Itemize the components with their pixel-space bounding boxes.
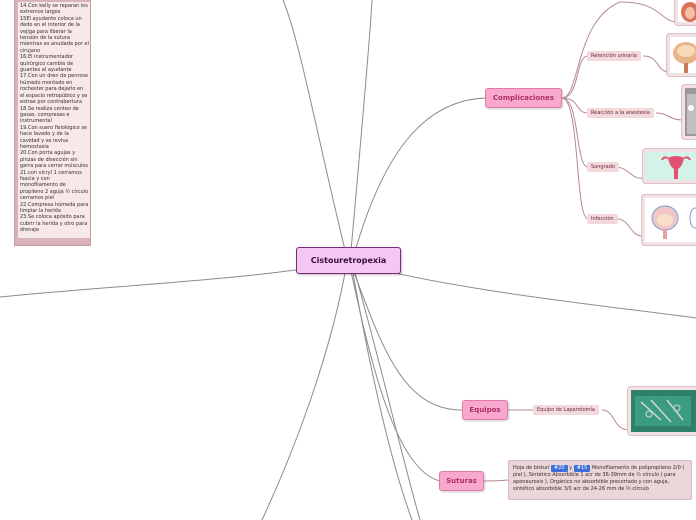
central-topic[interactable]: Cistouretropexia bbox=[296, 247, 401, 274]
sutures-text-before: Hoja de bisturí bbox=[513, 465, 549, 471]
anesthesia-reaction-image bbox=[681, 84, 696, 140]
uterus-bleeding-image bbox=[642, 148, 696, 184]
subtopic-reaccion-anestesia[interactable]: Reacción a la anestesia bbox=[587, 108, 654, 118]
subtopic-infeccion[interactable]: Infección bbox=[587, 214, 618, 224]
step-item: 18.Se realiza conteo de gasas, compresas… bbox=[20, 106, 89, 125]
blade-20-tag[interactable]: #20 bbox=[551, 465, 568, 472]
procedure-steps-card: 14.Con kelly se reparan los extremos lar… bbox=[14, 0, 91, 246]
step-item: 14.Con kelly se reparan los extremos lar… bbox=[20, 3, 89, 16]
anatomy-image-top bbox=[674, 0, 696, 26]
subtopic-equipo-laparotomia[interactable]: Equipo de Laparotomía bbox=[533, 405, 599, 415]
step-item: 16.El instrumentador quirúrgico cambia d… bbox=[20, 54, 89, 73]
step-item: 19.Con suero fisiológico se hace lavado … bbox=[20, 125, 89, 151]
infection-bladder-image bbox=[641, 194, 696, 246]
subtopic-sangrado[interactable]: Sangrado bbox=[587, 162, 619, 172]
sutures-and: y bbox=[569, 465, 572, 471]
topic-suturas[interactable]: Suturas bbox=[439, 471, 484, 491]
step-item: 17.Con un dren de penrose húmedo montado… bbox=[20, 73, 89, 105]
blade-15-tag[interactable]: #15 bbox=[574, 465, 591, 472]
bladder-retention-image bbox=[666, 33, 696, 77]
step-item: 20.Con porta agujas y pinzas de disecció… bbox=[20, 150, 89, 169]
subtopic-retencion-urinaria[interactable]: Retención urinaria bbox=[587, 51, 641, 61]
step-item: 21.con vicryl 1 cerramos fascia y con mo… bbox=[20, 170, 89, 202]
step-item: 23.Se coloca apósito para cubrir la heri… bbox=[20, 214, 89, 233]
sutures-detail: Hoja de bisturí #20 y #15 Monofilamento … bbox=[508, 460, 692, 500]
step-item: 15El ayudante coloca un dedo en el inter… bbox=[20, 16, 89, 54]
procedure-steps-list: 14.Con kelly se reparan los extremos lar… bbox=[18, 2, 91, 238]
topic-complicaciones[interactable]: Complicaciones bbox=[485, 88, 562, 108]
step-item: 22.Compresa húmeda para limpiar la herid… bbox=[20, 202, 89, 215]
topic-equipos[interactable]: Equipos bbox=[462, 400, 508, 420]
laparotomy-equipment-image bbox=[627, 386, 696, 436]
